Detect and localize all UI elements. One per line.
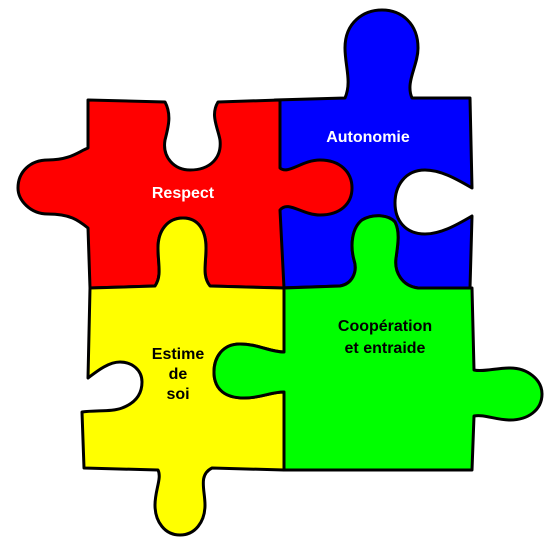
puzzle-piece-cooperation <box>212 214 544 472</box>
label-line: soi <box>166 386 189 403</box>
label-autonomie: Autonomie <box>326 129 410 146</box>
label-line: de <box>169 366 188 383</box>
label-line: Respect <box>152 185 215 202</box>
label-respect: Respect <box>152 185 215 202</box>
label-cooperation: Coopération et entraide <box>338 318 432 357</box>
label-line: et entraide <box>345 340 426 357</box>
label-line: Coopération <box>338 318 432 335</box>
label-line: Estime <box>152 346 205 363</box>
label-estime: Estime de soi <box>152 346 205 403</box>
label-line: Autonomie <box>326 129 410 146</box>
